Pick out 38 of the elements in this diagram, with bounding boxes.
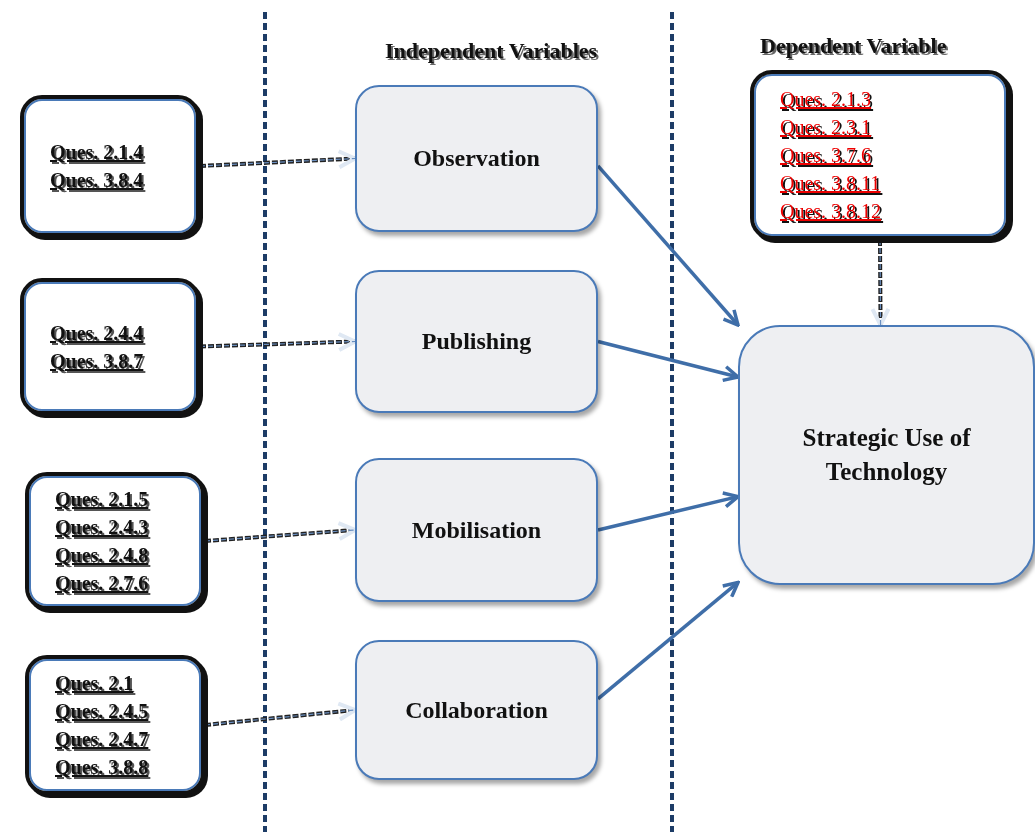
variable-box — [355, 458, 598, 602]
question-label: Ques. 2.4.5 — [55, 699, 149, 724]
question-label: Ques. 2.1.4 — [50, 140, 144, 165]
column-heading: Dependent Variable — [760, 33, 947, 59]
variable-box — [355, 85, 598, 232]
question-box — [750, 70, 1010, 240]
question-label: Ques. 2.1.5 — [55, 487, 149, 512]
question-label: Ques. 3.8.11 — [780, 171, 881, 196]
arrow — [596, 164, 740, 327]
question-box — [25, 655, 205, 795]
question-label: Ques. 3.8.12 — [780, 199, 882, 224]
question-label: Ques. 2.4.7 — [55, 727, 149, 752]
question-label: Ques. 3.8.7 — [50, 348, 144, 374]
question-label: Ques. 2.1.3 — [780, 87, 872, 112]
question-label: Ques. 2.4.8 — [55, 543, 149, 568]
question-box — [25, 472, 205, 610]
question-label: Ques. 2.1 — [55, 671, 134, 696]
question-label: Ques. 2.7.6 — [55, 571, 149, 596]
variable-box — [355, 270, 598, 413]
arrow — [597, 339, 740, 383]
arrow — [596, 580, 740, 701]
variable-label: Publishing — [421, 328, 532, 355]
variable-label: Mobilisation — [411, 516, 542, 544]
variable-box — [355, 640, 598, 780]
question-label: Ques. 3.7.6 — [780, 143, 872, 168]
question-label: Ques. 2.4.4 — [50, 320, 144, 346]
question-box — [20, 95, 200, 237]
question-label: Ques. 3.8.8 — [55, 755, 149, 780]
variable-label: Collaboration — [405, 696, 548, 724]
question-label: Ques. 2.4.3 — [55, 515, 149, 540]
question-label: Ques. 3.8.4 — [50, 168, 144, 193]
question-box — [20, 278, 200, 415]
variable-label: Observation — [413, 145, 540, 172]
variable-label: Strategic Use of Technology — [801, 423, 972, 487]
question-label: Ques. 2.3.1 — [780, 115, 872, 140]
arrow — [597, 491, 740, 532]
column-heading: Independent Variables — [385, 38, 598, 64]
variable-box — [738, 325, 1035, 585]
